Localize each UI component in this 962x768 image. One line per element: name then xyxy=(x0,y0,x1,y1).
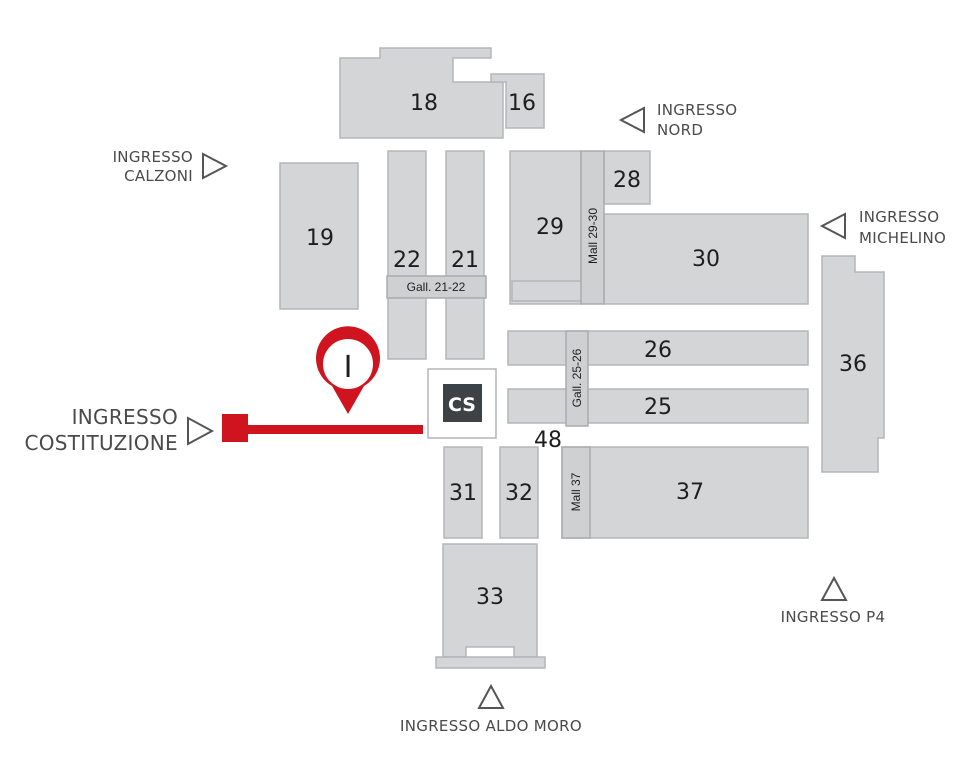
entrance-p4[interactable]: INGRESSO P4 xyxy=(781,575,886,626)
entrance-aldo-moro-label: INGRESSO ALDO MORO xyxy=(400,717,582,735)
hall-36-label: 36 xyxy=(839,352,867,377)
entrance-costituzione-line2: COSTITUZIONE xyxy=(24,431,178,455)
hall-16-label: 16 xyxy=(508,91,536,116)
entrance-michelino-line1: INGRESSO xyxy=(859,208,939,226)
hall-19[interactable]: 19 xyxy=(279,162,359,310)
entrance-costituzione[interactable]: INGRESSO COSTITUZIONE xyxy=(24,405,215,455)
hall-25-label: 25 xyxy=(644,395,672,420)
map-pin-icon[interactable]: I xyxy=(315,326,380,414)
hall-37-label: 37 xyxy=(676,480,704,505)
marker-symbol: I xyxy=(344,350,353,385)
entrance-costituzione-line1: INGRESSO xyxy=(72,405,178,429)
hall-33[interactable]: 33 xyxy=(435,543,546,669)
triangle-outline-icon xyxy=(820,575,848,601)
entrance-nord-line1: INGRESSO xyxy=(657,101,737,119)
entrance-michelino-line2: MICHELINO xyxy=(859,229,946,247)
triangle-outline-icon xyxy=(187,416,215,446)
gallery-21-22-label: Gall. 21-22 xyxy=(407,280,466,294)
triangle-outline-icon xyxy=(477,683,505,709)
service-center-cs[interactable]: CS xyxy=(427,368,497,439)
mall-37-label: Mall 37 xyxy=(569,472,583,511)
hall-22[interactable]: 22 xyxy=(387,150,427,360)
route-costituzione xyxy=(222,414,423,442)
hall-26[interactable]: 26 xyxy=(507,330,809,366)
hall-29[interactable]: 29 xyxy=(509,150,583,305)
entrance-calzoni-line2: CALZONI xyxy=(124,167,193,185)
mall-29-30[interactable]: Mall 29-30 xyxy=(580,150,605,305)
hall-28-label: 28 xyxy=(613,168,641,193)
hall-29-label: 29 xyxy=(536,215,564,240)
hall-18[interactable]: 18 xyxy=(339,47,504,139)
triangle-outline-icon xyxy=(202,152,229,180)
hall-37[interactable]: 37 xyxy=(561,446,809,539)
triangle-outline-icon xyxy=(819,212,846,240)
hall-30-label: 30 xyxy=(692,247,720,272)
entrance-calzoni-line1: INGRESSO xyxy=(113,148,193,166)
hall-21[interactable]: 21 xyxy=(445,150,485,360)
hall-32[interactable]: 32 xyxy=(499,446,539,539)
entrance-nord[interactable]: INGRESSO NORD xyxy=(618,101,737,139)
hall-28[interactable]: 28 xyxy=(603,150,651,205)
hall-31[interactable]: 31 xyxy=(443,446,483,539)
entrance-nord-line2: NORD xyxy=(657,121,703,139)
hall-26-label: 26 xyxy=(644,338,672,363)
cs-label: CS xyxy=(448,394,476,416)
entrance-p4-label: INGRESSO P4 xyxy=(781,608,886,626)
hall-21-label: 21 xyxy=(451,248,479,273)
hall-32-label: 32 xyxy=(505,481,533,506)
entrance-calzoni[interactable]: INGRESSO CALZONI xyxy=(113,148,229,185)
hall-33-label: 33 xyxy=(476,585,504,610)
hall-36[interactable]: 36 xyxy=(821,255,885,473)
gallery-25-26[interactable]: Gall. 25-26 xyxy=(565,330,589,427)
hall-31-label: 31 xyxy=(449,481,477,506)
gallery-25-26-label: Gall. 25-26 xyxy=(570,348,584,407)
hall-18-label: 18 xyxy=(410,91,438,116)
entrance-aldo-moro[interactable]: INGRESSO ALDO MORO xyxy=(400,683,582,735)
triangle-outline-icon xyxy=(618,106,645,134)
hall-22-label: 22 xyxy=(393,248,421,273)
gallery-21-22[interactable]: Gall. 21-22 xyxy=(386,275,487,299)
entrance-michelino[interactable]: INGRESSO MICHELINO xyxy=(819,208,946,247)
mall-37[interactable]: Mall 37 xyxy=(561,446,591,539)
hall-30[interactable]: 30 xyxy=(603,213,809,305)
mall-29-30-label: Mall 29-30 xyxy=(586,208,600,264)
hall-16[interactable]: 16 xyxy=(490,73,545,129)
hall-25[interactable]: 25 xyxy=(507,388,809,424)
hall-19-label: 19 xyxy=(306,226,334,251)
